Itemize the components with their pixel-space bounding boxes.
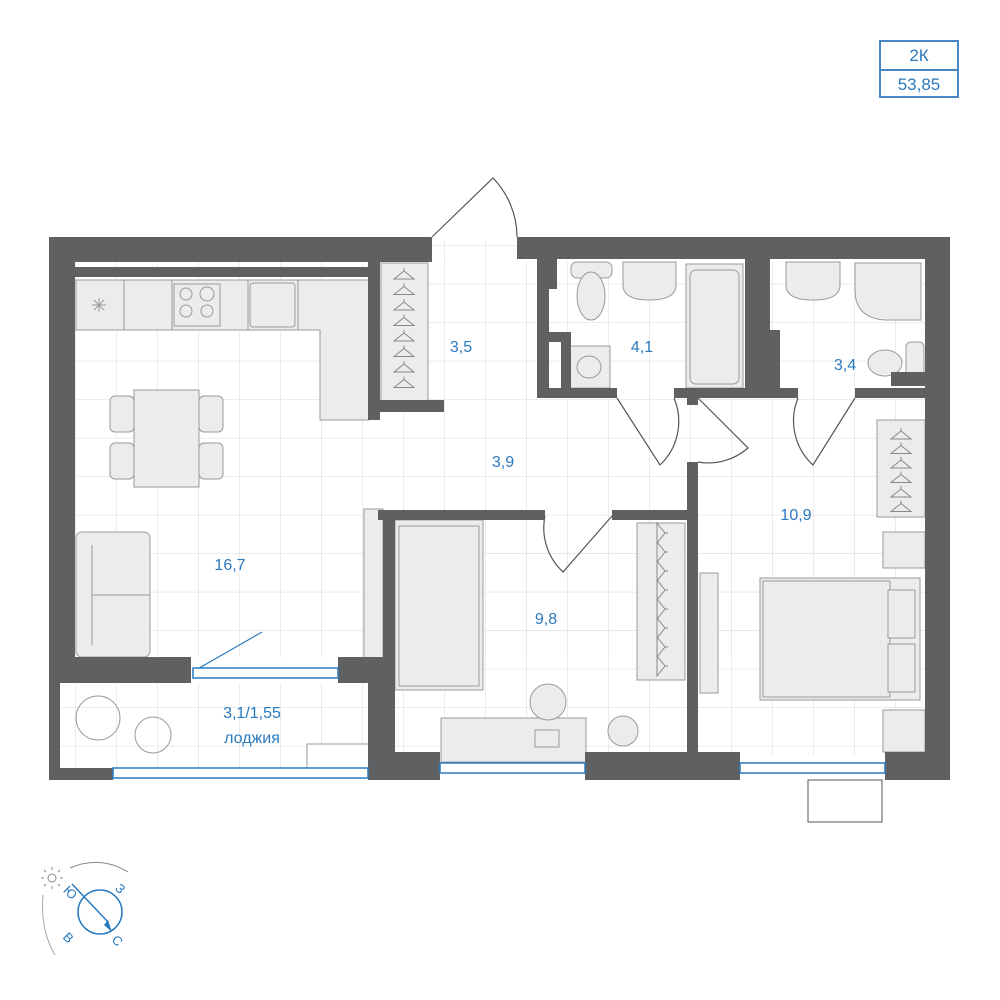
walls <box>49 237 950 780</box>
balcony-box <box>807 779 883 823</box>
loggia-plants <box>75 695 172 754</box>
hanger-icon <box>392 299 416 311</box>
hanger-icon <box>889 471 913 483</box>
dining-table <box>109 389 224 488</box>
hanger-icon <box>656 540 668 564</box>
hangers <box>392 268 913 678</box>
room-area-bedroom-large: 10,9 <box>780 507 812 524</box>
hanger-icon <box>392 283 416 295</box>
hanger-icon <box>889 428 913 440</box>
fridge-icon <box>92 298 106 312</box>
compass <box>41 861 129 956</box>
hanger-icon <box>889 486 913 498</box>
nightstand-bottom <box>882 709 926 753</box>
hanger-icon <box>392 330 416 342</box>
tv-stand-bedroom <box>699 572 719 694</box>
room-area-wc: 3,4 <box>833 357 857 374</box>
wc-door <box>792 397 856 466</box>
sink-bath <box>622 261 677 301</box>
hanger-icon <box>656 654 668 678</box>
window-small-bedroom <box>439 762 586 774</box>
closet-small-bedroom <box>636 522 686 681</box>
bedroom-door <box>697 397 749 464</box>
loggia-name: лоджия <box>224 730 280 747</box>
hanger-icon <box>392 361 416 373</box>
compass-needle <box>71 883 109 923</box>
sink-icon <box>249 282 296 328</box>
bath-tub <box>685 263 744 389</box>
wardrobe-living <box>363 508 384 660</box>
hanger-icon <box>392 376 416 388</box>
sun-icon <box>41 867 63 889</box>
double-bed <box>759 577 921 701</box>
nightstand-top <box>882 531 926 569</box>
apartment-badge: 2К 53,85 <box>879 40 959 98</box>
hanger-icon <box>392 268 416 280</box>
window-bedroom <box>739 762 886 774</box>
washing-machine <box>569 345 611 389</box>
windows <box>112 667 886 779</box>
hanger-icon <box>656 635 668 659</box>
shower <box>854 262 922 321</box>
hanger-icon <box>656 616 668 640</box>
window-loggia <box>112 767 369 779</box>
hanger-icon <box>656 578 668 602</box>
hanger-icon <box>656 597 668 621</box>
room-area-corridor: 3,9 <box>491 454 515 471</box>
room-area-living-kitchen: 16,7 <box>214 557 246 574</box>
furniture <box>75 261 926 823</box>
apartment-type: 2К <box>881 42 957 71</box>
hanger-icon <box>656 521 668 545</box>
hanger-icon <box>656 559 668 583</box>
sink-wc <box>785 261 841 301</box>
room-area-bedroom-small: 9,8 <box>534 611 558 628</box>
compass-arrow-icon <box>104 920 112 932</box>
doors <box>193 177 856 672</box>
entrance-door <box>431 177 518 238</box>
bathroom-door <box>616 397 680 466</box>
loggia-shelf <box>306 743 370 769</box>
toilet-bath <box>570 261 613 321</box>
hanger-icon <box>889 442 913 454</box>
window-living <box>192 667 339 679</box>
plant-pot <box>607 715 639 747</box>
hanger-icon <box>392 345 416 357</box>
single-bed <box>394 519 484 691</box>
room-area-hall-closet: 3,5 <box>449 339 473 356</box>
room-area-bathroom: 4,1 <box>630 339 654 356</box>
loggia-area: 3,1/1,55 <box>223 705 281 722</box>
small-bedroom-door <box>543 515 613 573</box>
hanger-icon <box>889 457 913 469</box>
loggia-door <box>193 631 263 672</box>
apartment-area: 53,85 <box>897 75 941 94</box>
hanger-icon <box>392 314 416 326</box>
hanger-icon <box>889 500 913 512</box>
desk <box>440 683 587 763</box>
sofa <box>75 531 151 658</box>
